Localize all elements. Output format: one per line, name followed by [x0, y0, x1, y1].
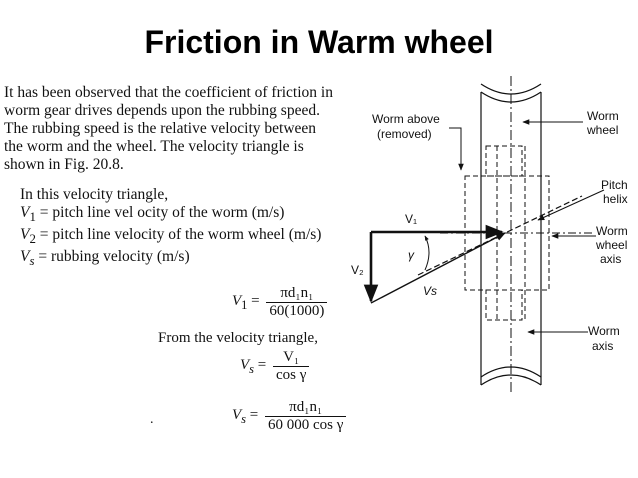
equation-vs-cos-numerator: V₁ [283, 349, 300, 365]
definition-v1: V1 = pitch line vel ocity of the worm (m… [20, 204, 285, 225]
label-worm-axis-2: axis [592, 339, 613, 353]
intro-paragraph: It has been observed that the coefficien… [4, 84, 350, 174]
paragraph-line: worm gear drives depends upon the rubbin… [4, 102, 320, 119]
label-wheel-axis: Worm [596, 224, 628, 238]
equation-v1-numerator: πd₁n₁ [280, 285, 314, 301]
slide-title: Friction in Warm wheel [144, 24, 494, 60]
label-wheel-axis-3: axis [600, 252, 621, 266]
label-worm-above: Worm above [372, 112, 440, 126]
label-worm-axis: Worm [588, 324, 620, 338]
label-pitch-helix-2: helix [603, 192, 628, 206]
equation-vs-cos-denominator: cos γ [273, 366, 310, 384]
label-worm-wheel-2: wheel [586, 123, 618, 137]
definitions-intro: In this velocity triangle, [20, 186, 169, 203]
gamma-angle-arc [424, 235, 430, 271]
label-gamma: γ [408, 248, 415, 262]
label-v1: V₁ [405, 212, 417, 226]
paragraph-line: It has been observed that the coefficien… [4, 84, 333, 101]
label-pitch-helix: Pitch [601, 178, 628, 192]
vs-vector [370, 232, 506, 304]
definition-v2: V2 = pitch line velocity of the worm whe… [20, 226, 322, 247]
label-wheel-axis-2: wheel [595, 238, 627, 252]
label-removed: (removed) [377, 127, 432, 141]
leader-lines [449, 119, 605, 335]
equation-v1-denominator: 60(1000) [266, 302, 328, 320]
label-vs: Vs [423, 284, 437, 298]
equation-vs-final-denominator: 60 000 cos γ [265, 416, 347, 434]
paragraph-line: The rubbing speed is the relative veloci… [4, 120, 317, 137]
from-triangle-text: From the velocity triangle, [158, 330, 318, 346]
paragraph-line: shown in Fig. 20.8. [4, 156, 124, 173]
label-v2: V₂ [351, 263, 364, 277]
definition-vs: Vs = rubbing velocity (m/s) [20, 248, 190, 269]
definitions-list: In this velocity triangle, V1 = pitch li… [20, 186, 321, 270]
equation-vs-final-numerator: πd₁n₁ [289, 399, 323, 415]
worm-wheel-outline [480, 83, 542, 386]
label-worm-wheel: Worm [587, 109, 619, 123]
paragraph-line: the worm and the wheel. The velocity tri… [4, 138, 304, 155]
velocity-triangle [363, 224, 506, 304]
stray-mark: . [150, 412, 154, 427]
